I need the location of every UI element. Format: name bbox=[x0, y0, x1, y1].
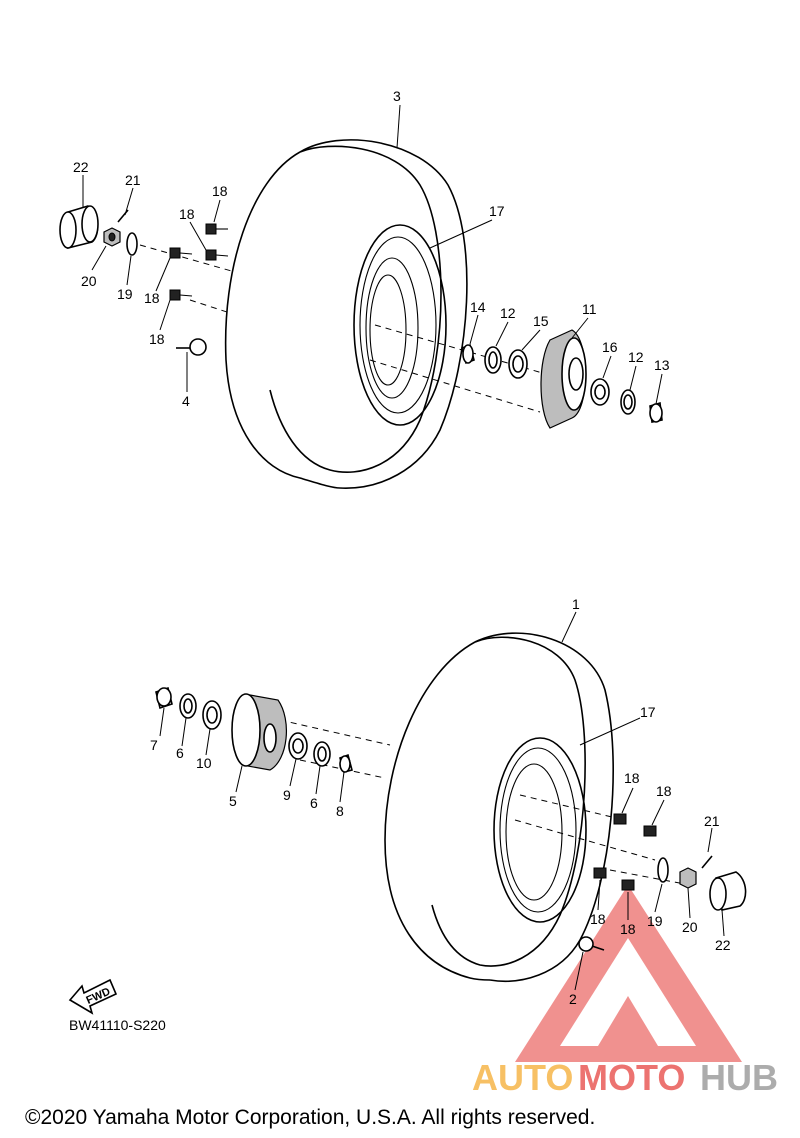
label-rear-pin: 21 bbox=[125, 172, 141, 188]
front-seal-6a bbox=[179, 693, 197, 719]
rear-hub-11 bbox=[540, 329, 587, 429]
label-front-bolt-c: 18 bbox=[590, 911, 606, 927]
front-tire bbox=[384, 632, 614, 982]
front-washer-19 bbox=[657, 857, 669, 883]
front-bolt-18-a bbox=[613, 813, 627, 825]
rear-labels: 3 17 22 21 20 19 18 18 18 18 4 14 12 15 … bbox=[73, 88, 670, 409]
front-nut-20 bbox=[679, 867, 697, 889]
rear-bolt-18-mid bbox=[169, 247, 193, 259]
watermark-text: AUTO MOTO HUB bbox=[472, 1057, 778, 1098]
rear-cap-22 bbox=[59, 205, 99, 250]
label-front-seal-6a: 6 bbox=[176, 745, 184, 761]
label-front-bolt-a: 18 bbox=[624, 770, 640, 786]
rear-collar-14 bbox=[461, 343, 475, 365]
watermark-moto: MOTO bbox=[578, 1057, 685, 1098]
label-rear-valve: 4 bbox=[182, 393, 190, 409]
rear-nut-20 bbox=[103, 227, 121, 247]
front-leader-lines bbox=[159, 611, 725, 991]
label-front-bearing-10: 10 bbox=[196, 755, 212, 771]
fwd-arrow-icon: FWD bbox=[68, 978, 118, 1015]
label-front-tire: 1 bbox=[572, 596, 580, 612]
label-front-washer: 19 bbox=[647, 913, 663, 929]
watermark-hub: HUB bbox=[700, 1057, 778, 1098]
front-collar-7 bbox=[155, 686, 173, 710]
label-rear-tire: 3 bbox=[393, 88, 401, 104]
rear-wheel-rim bbox=[353, 224, 447, 426]
rear-valve-4 bbox=[176, 338, 207, 356]
label-rear-hub: 11 bbox=[582, 301, 597, 317]
front-bolt-18-b bbox=[643, 825, 657, 837]
label-front-pin: 21 bbox=[704, 813, 720, 829]
front-collar-8 bbox=[339, 753, 353, 773]
rear-pin-21 bbox=[117, 209, 129, 223]
label-front-seal-6b: 6 bbox=[310, 795, 318, 811]
label-front-collar-8: 8 bbox=[336, 803, 344, 819]
front-labels: 1 17 7 6 10 5 9 6 8 18 18 21 18 18 19 20… bbox=[150, 596, 731, 1007]
front-wheel-rim bbox=[493, 737, 587, 923]
rear-washer-19 bbox=[126, 232, 138, 256]
rear-collar-13 bbox=[649, 401, 663, 423]
label-rear-bolt-b: 18 bbox=[179, 206, 195, 222]
label-rear-cap: 22 bbox=[73, 159, 89, 175]
watermark-logo bbox=[515, 885, 742, 1062]
label-front-nut: 20 bbox=[682, 919, 698, 935]
front-bearing-10 bbox=[202, 700, 222, 730]
diagram-code: BW41110-S220 bbox=[69, 1017, 166, 1033]
label-front-bearing-9: 9 bbox=[283, 787, 291, 803]
front-valve-2 bbox=[578, 936, 605, 952]
label-rear-bearing-15: 15 bbox=[533, 313, 549, 329]
rear-bearing-16 bbox=[590, 378, 610, 406]
label-rear-nut: 20 bbox=[81, 273, 97, 289]
front-hub-5 bbox=[231, 693, 288, 771]
label-rear-washer: 19 bbox=[117, 286, 133, 302]
front-bolt-18-d bbox=[621, 879, 635, 891]
label-rear-seal-12a: 12 bbox=[500, 305, 516, 321]
label-rear-bolt-a: 18 bbox=[212, 183, 228, 199]
label-rear-collar-14: 14 bbox=[470, 299, 486, 315]
label-rear-collar-13: 13 bbox=[654, 357, 670, 373]
label-front-valve: 2 bbox=[569, 991, 577, 1007]
front-bearing-9 bbox=[288, 732, 308, 760]
label-rear-wheel: 17 bbox=[489, 203, 505, 219]
label-front-wheel: 17 bbox=[640, 704, 656, 720]
label-front-bolt-d: 18 bbox=[620, 921, 636, 937]
label-rear-bolt-c: 18 bbox=[144, 290, 160, 306]
label-front-hub: 5 bbox=[229, 793, 237, 809]
label-rear-bearing-16: 16 bbox=[602, 339, 618, 355]
copyright-text: ©2020 Yamaha Motor Corporation, U.S.A. A… bbox=[25, 1106, 595, 1129]
rear-tire bbox=[224, 139, 468, 489]
watermark-auto: AUTO bbox=[472, 1057, 573, 1098]
label-front-bolt-b: 18 bbox=[656, 783, 672, 799]
front-pin-21 bbox=[701, 855, 713, 869]
front-seal-6b bbox=[313, 741, 331, 767]
rear-leader-lines bbox=[82, 104, 663, 405]
label-rear-seal-12b: 12 bbox=[628, 349, 644, 365]
label-front-cap: 22 bbox=[715, 937, 731, 953]
rear-bolt-18-upper bbox=[205, 249, 229, 261]
label-front-collar-7: 7 bbox=[150, 737, 158, 753]
rear-bolt-18-top bbox=[205, 223, 228, 235]
rear-seal-12b bbox=[620, 389, 636, 415]
rear-bolt-18-lower bbox=[169, 289, 193, 301]
rear-seal-12a bbox=[484, 346, 502, 374]
front-cap-22 bbox=[709, 871, 747, 911]
rear-bearing-15 bbox=[508, 349, 528, 379]
fwd-label: FWD bbox=[84, 986, 112, 1007]
front-bolt-18-c bbox=[593, 867, 607, 879]
label-rear-bolt-d: 18 bbox=[149, 331, 165, 347]
